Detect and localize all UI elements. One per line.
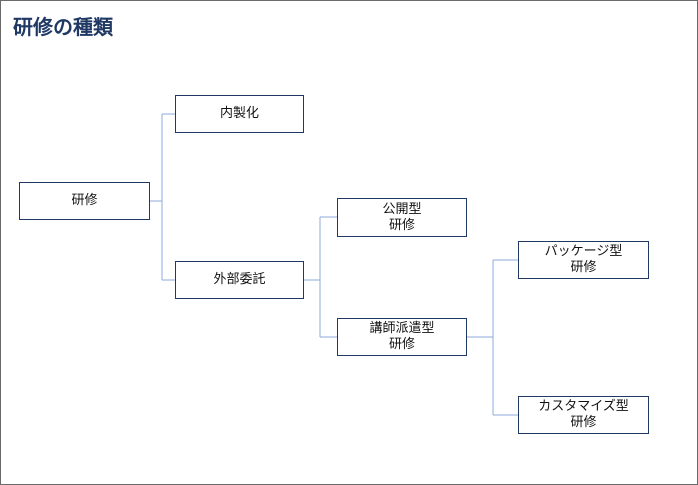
node-insource-label: 内製化	[219, 106, 259, 121]
node-root: 研修	[19, 182, 150, 220]
node-root-label: 研修	[71, 193, 98, 208]
page-title: 研修の種類	[13, 15, 113, 39]
node-package-label-2: 研修	[570, 260, 597, 275]
node-outsource: 外部委託	[175, 261, 304, 299]
node-open-label-2: 研修	[388, 217, 415, 233]
node-custom-label-2: 研修	[570, 415, 597, 430]
node-open-label-1: 公開型	[382, 201, 422, 217]
node-dispatch: 講師派遣型 研修	[337, 318, 467, 356]
node-dispatch-label-2: 研修	[388, 337, 415, 352]
node-custom-label-1: カスタマイズ型	[538, 399, 629, 414]
node-custom: カスタマイズ型 研修	[518, 396, 649, 434]
node-package-label-1: パッケージ型	[544, 244, 623, 259]
node-outsource-label: 外部委託	[213, 272, 266, 287]
node-dispatch-label-1: 講師派遣型	[369, 321, 435, 336]
node-package: パッケージ型 研修	[518, 241, 649, 279]
node-open: 公開型 研修	[337, 198, 467, 237]
node-insource: 内製化	[175, 95, 304, 133]
